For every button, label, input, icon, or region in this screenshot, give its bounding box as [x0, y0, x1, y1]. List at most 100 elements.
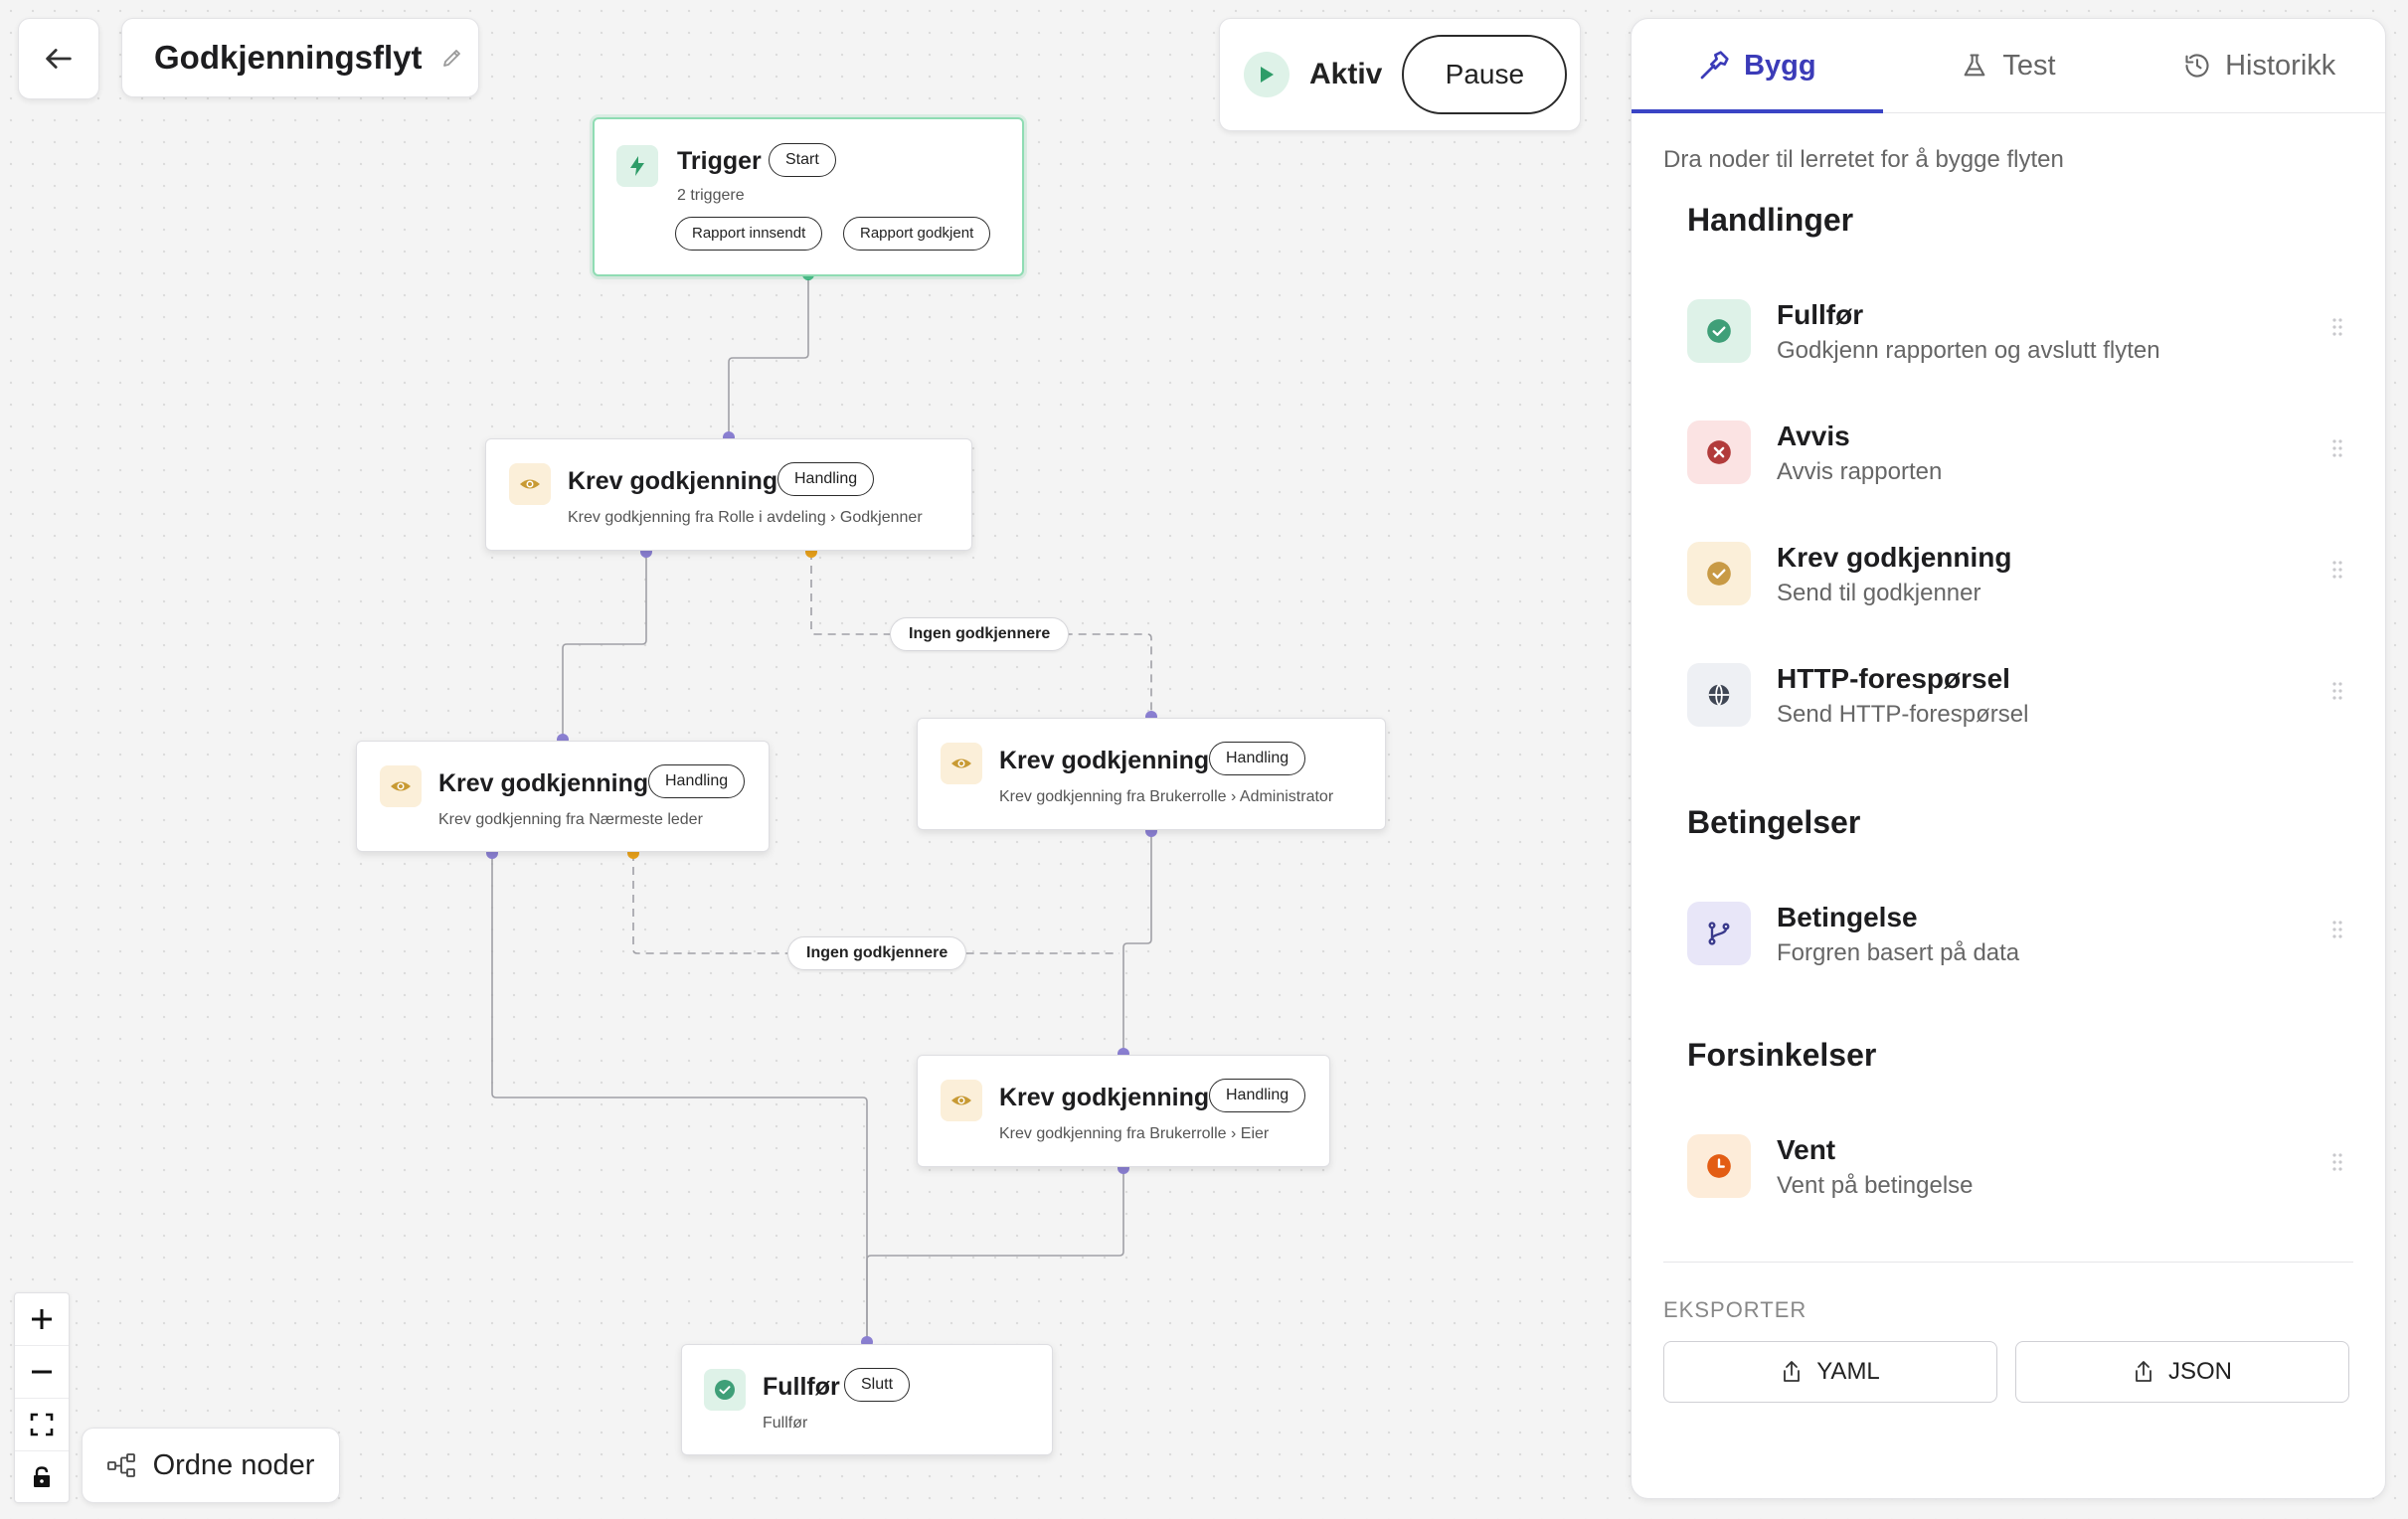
node-badge: Handling — [1209, 742, 1306, 775]
globe-icon — [1687, 663, 1751, 727]
check-circle-icon — [704, 1369, 746, 1411]
eye-icon — [941, 1080, 982, 1121]
palette-item-complete[interactable]: Fullfør Godkjenn rapporten og avslutt fl… — [1687, 289, 2343, 379]
check-circle-icon — [1687, 542, 1751, 605]
zoom-controls — [14, 1292, 70, 1503]
pencil-icon[interactable] — [440, 46, 464, 70]
tab-test[interactable]: Test — [1883, 19, 2135, 112]
edge-label-no-approvers[interactable]: Ingen godkjennere — [787, 936, 967, 970]
lock-button[interactable] — [15, 1451, 69, 1503]
tab-label: Historikk — [2225, 49, 2336, 82]
palette-item-desc: Send HTTP-forespørsel — [1777, 701, 2029, 728]
palette-item-desc: Forgren basert på data — [1777, 939, 2020, 966]
drag-handle-icon[interactable] — [2331, 438, 2343, 458]
palette-item-condition[interactable]: Betingelse Forgren basert på data — [1687, 892, 2343, 981]
node-require-approval[interactable]: Krev godkjenning Handling Krev godkjenni… — [917, 1055, 1330, 1167]
node-complete[interactable]: Fullfør Slutt Fullfør — [681, 1344, 1053, 1455]
eye-icon — [941, 743, 982, 784]
drag-handle-icon[interactable] — [2331, 1152, 2343, 1172]
arrow-left-icon — [46, 49, 72, 69]
export-yaml-label: YAML — [1816, 1358, 1880, 1385]
node-require-approval[interactable]: Krev godkjenning Handling Krev godkjenni… — [917, 718, 1386, 830]
palette-item-name: Betingelse — [1777, 902, 1918, 932]
fit-view-button[interactable] — [15, 1399, 69, 1451]
export-title: EKSPORTER — [1663, 1297, 1807, 1322]
lock-icon — [34, 1466, 50, 1487]
flow-status: Aktiv Pause — [1219, 18, 1581, 131]
check-circle-icon — [1687, 299, 1751, 363]
edge-trigger-n1 — [728, 274, 809, 437]
x-circle-icon — [1687, 421, 1751, 484]
palette-item-reject[interactable]: Avvis Avvis rapporten — [1687, 411, 2343, 500]
eye-icon — [380, 765, 422, 807]
export-json-button[interactable]: JSON — [2015, 1341, 2349, 1403]
drag-handle-icon[interactable] — [2331, 920, 2343, 939]
palette-item-desc: Send til godkjenner — [1777, 580, 1981, 606]
node-subtitle: Fullfør — [763, 1415, 808, 1432]
palette-item-http-request[interactable]: HTTP-forespørsel Send HTTP-forespørsel — [1687, 653, 2343, 743]
panel-hint: Dra noder til lerretet for å bygge flyte… — [1663, 146, 2064, 173]
edge-n3-n4 — [1122, 831, 1152, 1054]
palette-item-name: Fullfør — [1777, 299, 1864, 330]
node-require-approval[interactable]: Krev godkjenning Handling Krev godkjenni… — [356, 741, 770, 852]
palette-item-name: Avvis — [1777, 421, 1850, 451]
tab-build[interactable]: Bygg — [1632, 19, 1883, 113]
export-yaml-button[interactable]: YAML — [1663, 1341, 1997, 1403]
section-title: Handlinger — [1687, 202, 1854, 238]
fullscreen-icon — [30, 1413, 54, 1436]
trigger-chip[interactable]: Rapport innsendt — [675, 217, 823, 251]
hierarchy-icon — [106, 1453, 135, 1477]
play-icon — [1244, 52, 1290, 97]
section-title: Forsinkelser — [1687, 1037, 1877, 1073]
export-json-label: JSON — [2167, 1358, 2232, 1385]
node-subtitle: Krev godkjenning fra Nærmeste leder — [438, 811, 703, 828]
back-button[interactable] — [18, 18, 99, 99]
share-icon — [1784, 1361, 1801, 1382]
node-subtitle: Krev godkjenning fra Brukerrolle › Eier — [999, 1125, 1270, 1142]
tab-label: Bygg — [1744, 49, 1816, 82]
node-require-approval[interactable]: Krev godkjenning Handling Krev godkjenni… — [485, 438, 972, 551]
palette-item-name: HTTP-forespørsel — [1777, 663, 2010, 694]
arrange-nodes-label: Ordne noder — [152, 1448, 315, 1481]
flow-title-card[interactable]: Godkjenningsflyt — [121, 18, 479, 97]
branch-icon — [1687, 902, 1751, 965]
divider — [1663, 1262, 2353, 1263]
section-title: Betingelser — [1687, 804, 1861, 840]
node-title: Krev godkjenning — [568, 467, 778, 495]
clock-icon — [1687, 1134, 1751, 1198]
edge-n2-n4-dashed — [632, 853, 1119, 954]
plus-icon — [32, 1309, 52, 1329]
palette-item-name: Vent — [1777, 1134, 1836, 1165]
tab-history[interactable]: Historikk — [2134, 19, 2385, 112]
node-title: Krev godkjenning — [999, 747, 1210, 774]
tab-label: Test — [2002, 49, 2056, 82]
node-badge: Handling — [1209, 1079, 1306, 1112]
zoom-out-button[interactable] — [15, 1346, 69, 1399]
pause-button[interactable]: Pause — [1402, 35, 1568, 114]
hammer-icon — [1700, 51, 1729, 80]
node-title: Trigger — [677, 147, 762, 175]
palette-item-wait[interactable]: Vent Vent på betingelse — [1687, 1124, 2343, 1214]
zoom-in-button[interactable] — [15, 1293, 69, 1346]
edge-n1-n2 — [562, 552, 647, 740]
drag-handle-icon[interactable] — [2331, 317, 2343, 337]
palette-item-desc: Vent på betingelse — [1777, 1172, 1974, 1199]
panel-tabs: Bygg Test Historikk — [1632, 19, 2385, 113]
edge-n4-end — [866, 1168, 1124, 1342]
palette-item-require-approval[interactable]: Krev godkjenning Send til godkjenner — [1687, 532, 2343, 621]
arrange-nodes-button[interactable]: Ordne noder — [82, 1428, 340, 1503]
node-title: Krev godkjenning — [438, 769, 649, 797]
edge-label-no-approvers[interactable]: Ingen godkjennere — [890, 617, 1070, 651]
node-subtitle: Krev godkjenning fra Rolle i avdeling › … — [568, 509, 923, 526]
share-icon — [2136, 1361, 2151, 1382]
palette-item-desc: Godkjenn rapporten og avslutt flyten — [1777, 337, 2160, 364]
node-subtitle: Krev godkjenning fra Brukerrolle › Admin… — [999, 788, 1334, 805]
drag-handle-icon[interactable] — [2331, 560, 2343, 580]
drag-handle-icon[interactable] — [2331, 681, 2343, 701]
node-badge: Handling — [777, 462, 875, 496]
flask-icon — [1965, 54, 1985, 77]
node-trigger[interactable]: Trigger Start 2 triggere Rapport innsend… — [593, 117, 1024, 276]
trigger-chip[interactable]: Rapport godkjent — [843, 217, 991, 251]
node-badge: Start — [769, 143, 836, 177]
node-subtitle: 2 triggere — [677, 187, 745, 204]
